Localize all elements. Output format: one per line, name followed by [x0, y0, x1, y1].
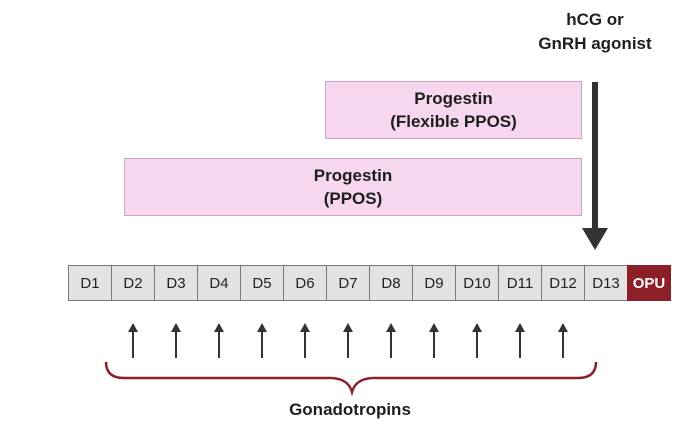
bar-flex-line-2: (Flexible PPOS)	[390, 112, 517, 131]
day-cell-opu: OPU	[627, 265, 671, 301]
up-arrow-icon	[171, 323, 181, 358]
gonadotropins-brace	[104, 361, 598, 397]
up-arrow-icon	[472, 323, 482, 358]
day-cell-d9: D9	[412, 265, 456, 301]
up-arrow-icon	[257, 323, 267, 358]
up-arrow-icon	[300, 323, 310, 358]
day-cell-d5: D5	[240, 265, 284, 301]
up-arrow-icon	[214, 323, 224, 358]
trigger-label: hCG or GnRH agonist	[520, 8, 670, 56]
progestin-flexible-ppos-bar: Progestin (Flexible PPOS)	[325, 81, 582, 139]
day-cell-d11: D11	[498, 265, 542, 301]
day-cell-d10: D10	[455, 265, 499, 301]
day-cell-d2: D2	[111, 265, 155, 301]
progestin-ppos-bar: Progestin (PPOS)	[124, 158, 582, 216]
trigger-line-1: hCG or	[566, 10, 624, 29]
up-arrow-icon	[386, 323, 396, 358]
day-cell-d4: D4	[197, 265, 241, 301]
trigger-arrow-icon	[582, 82, 608, 250]
day-cell-d6: D6	[283, 265, 327, 301]
day-cell-d7: D7	[326, 265, 370, 301]
bar-ppos-line-1: Progestin	[313, 166, 393, 185]
up-arrow-icon	[128, 323, 138, 358]
day-cell-d3: D3	[154, 265, 198, 301]
day-cell-d12: D12	[541, 265, 585, 301]
day-cell-d13: D13	[584, 265, 628, 301]
trigger-line-2: GnRH agonist	[538, 34, 652, 53]
gonadotropins-label: Gonadotropins	[289, 400, 411, 419]
up-arrow-icon	[558, 323, 568, 358]
day-cell-d1: D1	[68, 265, 112, 301]
up-arrow-icon	[515, 323, 525, 358]
bar-flex-line-1: Progestin	[414, 89, 493, 108]
day-cell-d8: D8	[369, 265, 413, 301]
up-arrow-icon	[429, 323, 439, 358]
up-arrow-icon	[343, 323, 353, 358]
bar-ppos-line-2: (PPOS)	[323, 189, 383, 208]
